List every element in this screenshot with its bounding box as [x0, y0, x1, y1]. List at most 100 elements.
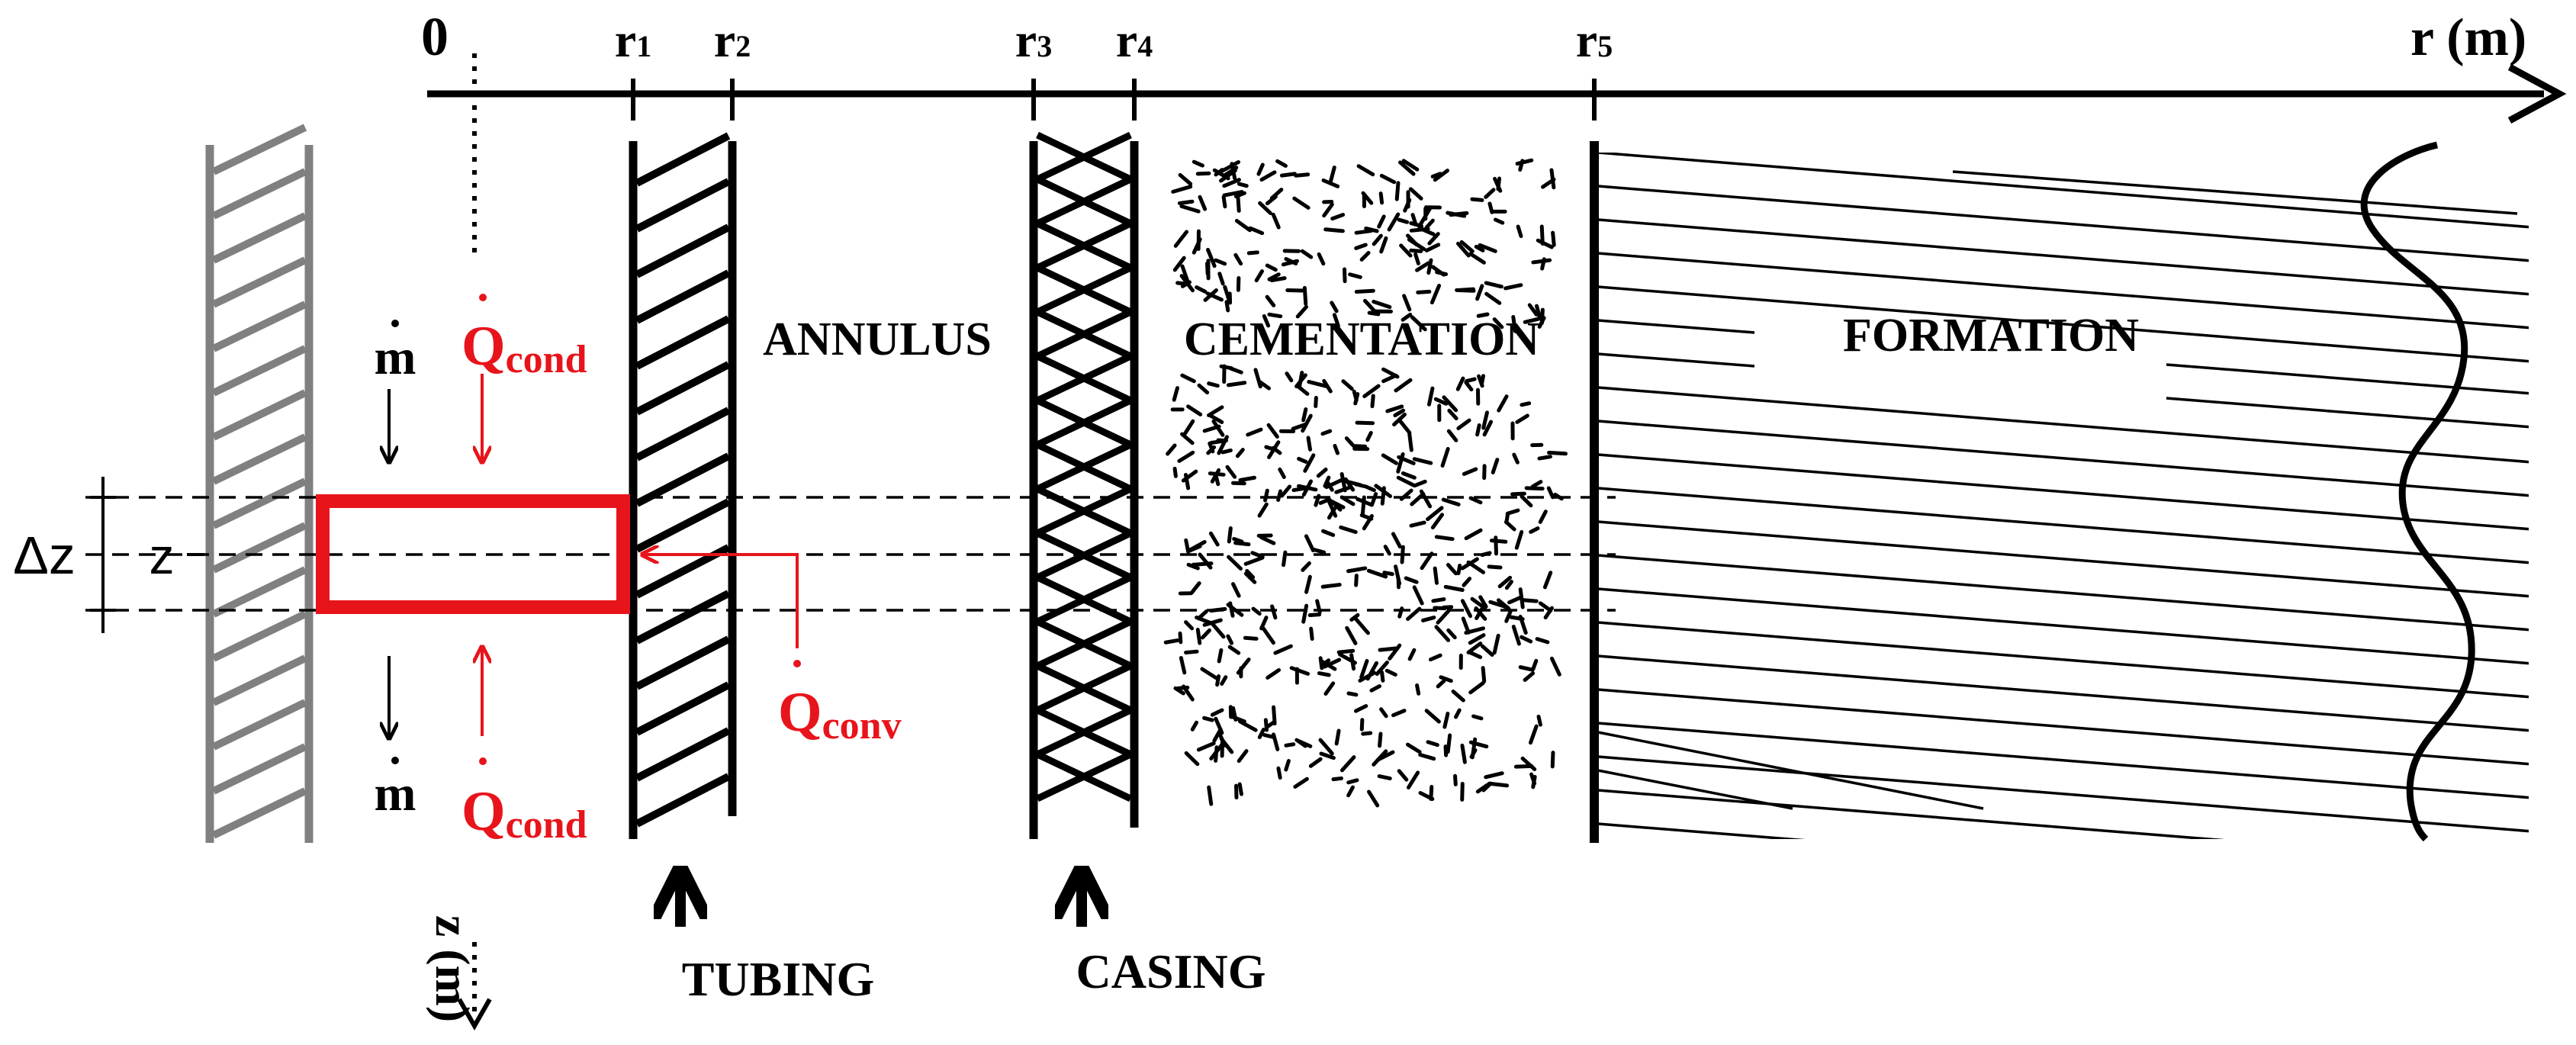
cement-dash — [1375, 661, 1389, 677]
cement-dash — [1406, 606, 1422, 621]
cement-dash — [1511, 314, 1517, 333]
cement-dash — [1447, 408, 1458, 421]
cement-dash — [1233, 541, 1251, 547]
cement-dash — [1478, 243, 1497, 253]
cement-dash — [1523, 316, 1545, 324]
wall-hatch-line — [211, 610, 307, 662]
cement-dash — [1440, 446, 1450, 468]
cement-dash — [1358, 670, 1377, 683]
cement-dash — [1434, 625, 1451, 642]
cement-dash — [1396, 452, 1405, 474]
cement-dash — [1214, 745, 1219, 763]
cement-dash — [1243, 555, 1265, 566]
cement-dash — [1301, 413, 1313, 433]
cement-dash — [1460, 781, 1465, 802]
cement-dash — [1184, 649, 1199, 654]
r5-label: r5 — [1576, 13, 1613, 67]
cement-dash — [1276, 489, 1283, 502]
cement-dash — [1492, 317, 1504, 330]
cement-dash — [1551, 230, 1556, 247]
cement-dash — [1426, 258, 1433, 275]
wall-hatch-line — [211, 743, 307, 795]
cement-dash — [1297, 739, 1313, 748]
wall-hatch-line — [211, 212, 307, 264]
cement-dash — [1424, 218, 1435, 230]
cement-dash — [1482, 420, 1494, 437]
cement-dash — [1401, 159, 1420, 172]
cement-dash — [1455, 376, 1465, 391]
formation-line — [1597, 520, 2529, 598]
cement-dash — [1304, 574, 1312, 594]
formation-line — [1597, 731, 1984, 810]
cement-dash — [1217, 435, 1229, 455]
q-conv-label: Qconv — [778, 681, 902, 748]
cement-dash — [1238, 475, 1256, 482]
cement-dash — [1301, 561, 1311, 572]
wall-hatch-line — [635, 773, 731, 828]
cement-dash — [1237, 782, 1243, 796]
cement-dash — [1446, 563, 1458, 576]
wall-hatch-line — [1036, 706, 1132, 758]
cement-dash — [1504, 609, 1513, 623]
cement-dash — [1489, 539, 1508, 544]
casing-wall — [1029, 131, 1139, 839]
cement-dash — [1366, 568, 1388, 579]
formation-line — [1597, 769, 1793, 810]
wall-hatch-line — [1036, 264, 1132, 316]
cement-dash — [1210, 621, 1226, 639]
cement-dash — [1455, 288, 1476, 293]
cement-dash — [1433, 169, 1450, 182]
wall-hatch-line — [635, 452, 731, 507]
r2-label: r2 — [714, 13, 751, 67]
cement-dash — [1469, 748, 1478, 759]
cement-dash — [1301, 479, 1314, 497]
cement-dash — [1234, 219, 1252, 233]
cement-dash — [1223, 285, 1231, 303]
wall-hatch-line — [1036, 352, 1132, 404]
cement-dash — [1354, 574, 1359, 587]
cement-dash — [1173, 230, 1189, 248]
cement-dash — [1352, 389, 1359, 403]
cement-dash — [1320, 583, 1342, 589]
formation-line — [1952, 170, 2518, 215]
cement-dash — [1354, 243, 1368, 250]
cement-dash — [1210, 468, 1221, 484]
cement-dash — [1379, 173, 1397, 185]
formation-label: FORMATION — [1843, 310, 2139, 362]
cement-dash — [1435, 270, 1449, 276]
cement-dash — [1456, 418, 1471, 431]
wall-hatch-line — [1036, 662, 1132, 714]
cement-dash — [1279, 172, 1297, 178]
wall-hatch-line — [211, 433, 307, 485]
formation-line — [1597, 487, 2529, 564]
cement-dash — [1320, 529, 1336, 537]
cement-dash — [1408, 187, 1423, 201]
cement-dash — [1520, 635, 1533, 644]
cement-dash — [1334, 728, 1341, 746]
cement-dash — [1222, 178, 1241, 188]
cement-dash — [1520, 494, 1533, 508]
q-conv-dot — [793, 660, 801, 667]
wall-hatch-line — [211, 345, 307, 397]
cement-dash — [1460, 557, 1479, 571]
cement-dash — [1265, 294, 1276, 307]
cement-dash — [1442, 395, 1458, 413]
cement-dash — [1307, 613, 1322, 617]
cement-dash — [1397, 160, 1416, 176]
cement-dash — [1265, 720, 1276, 729]
cement-dash — [1468, 680, 1485, 695]
cement-dash — [1180, 264, 1190, 285]
formation-line — [1597, 420, 2529, 497]
formation-break-wave — [2360, 141, 2475, 842]
cement-dash — [1341, 379, 1354, 391]
cement-dash — [1210, 708, 1224, 717]
cement-dash — [1433, 566, 1439, 585]
cement-dash — [1289, 666, 1311, 676]
cement-dash — [1172, 256, 1186, 272]
cement-dash — [1377, 774, 1392, 781]
cement-dash — [1322, 378, 1333, 394]
cement-dash — [1382, 571, 1394, 577]
cement-dash — [1524, 486, 1545, 491]
cement-dash — [1378, 646, 1399, 652]
cement-dash — [1276, 766, 1282, 780]
